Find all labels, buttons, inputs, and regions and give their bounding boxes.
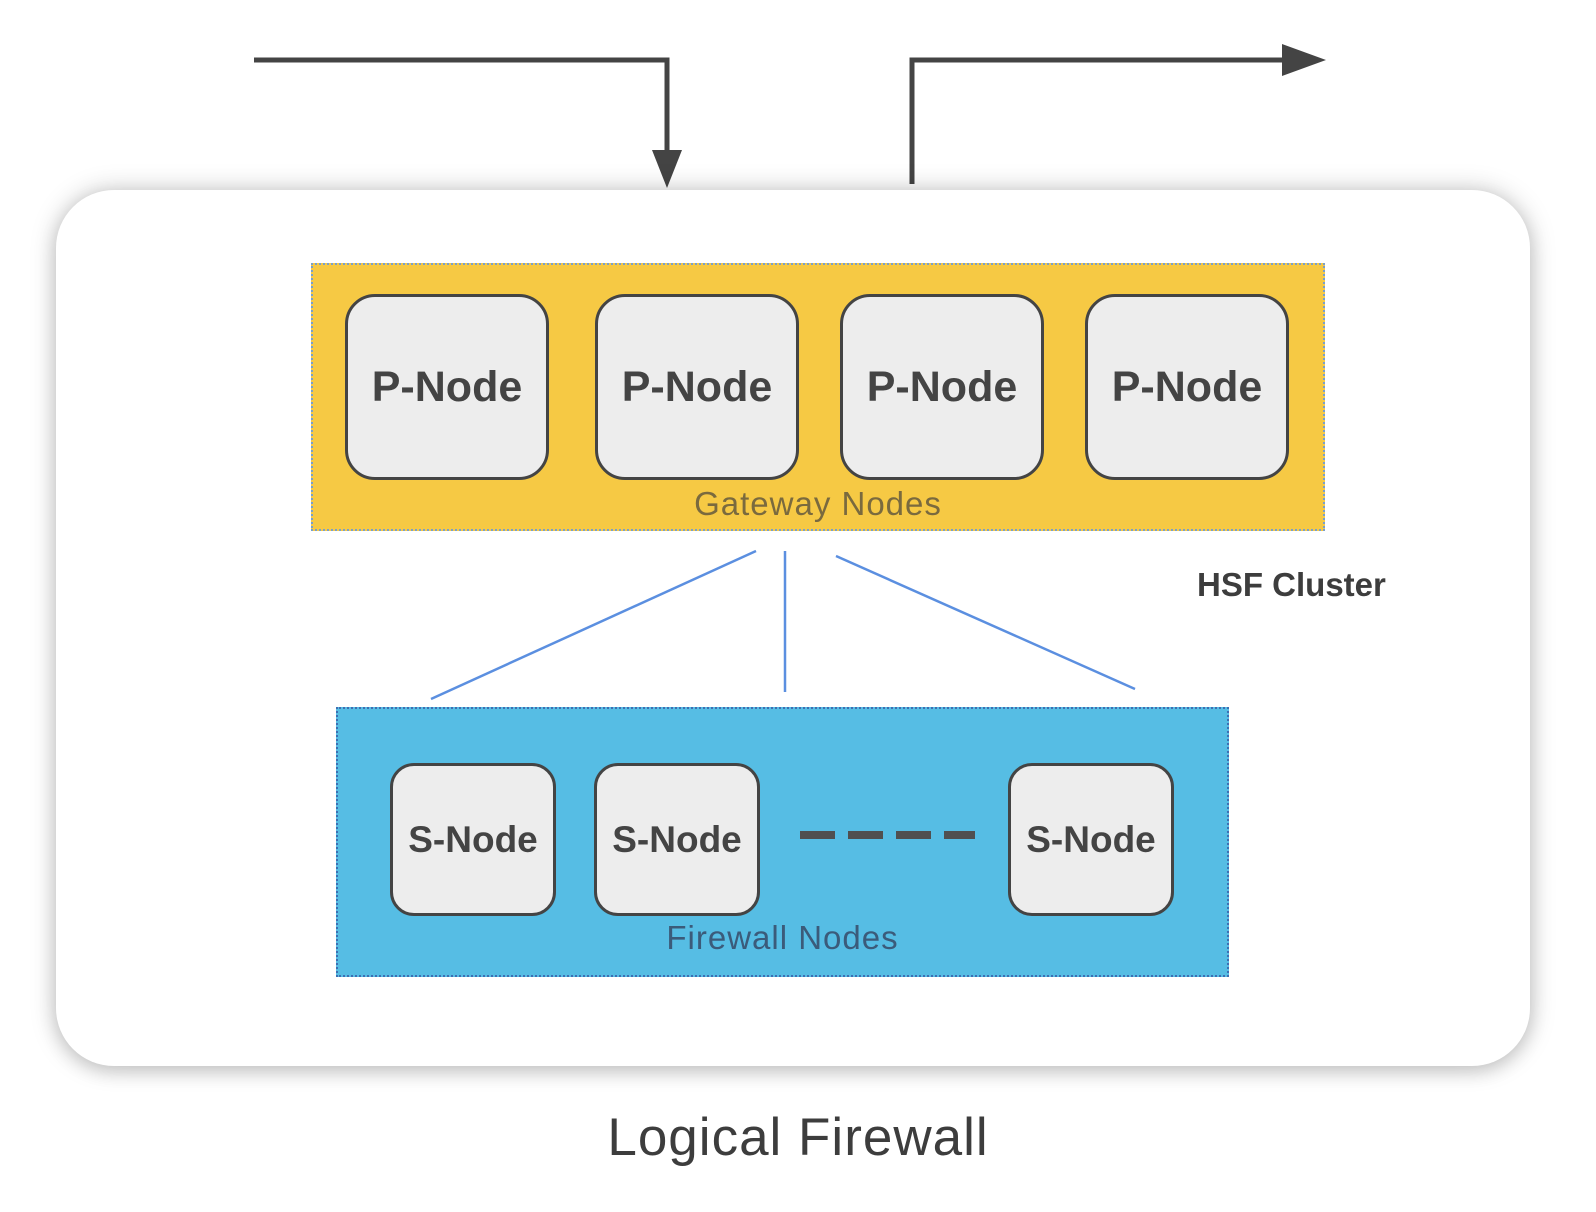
s-node-label: S-Node xyxy=(1026,818,1156,860)
p-node: P-Node xyxy=(1085,294,1289,480)
gateway-nodes-label: Gateway Nodes xyxy=(694,485,942,522)
hsf-cluster-label: HSF Cluster xyxy=(1197,566,1386,603)
p-node-label: P-Node xyxy=(1111,362,1263,411)
p-node-label: P-Node xyxy=(371,362,523,411)
gateway-nodes-group: P-Node P-Node P-Node P-Node Gateway Node… xyxy=(311,263,1325,531)
p-node: P-Node xyxy=(595,294,799,480)
diagram-caption: Logical Firewall xyxy=(607,1108,989,1167)
ingress-arrow xyxy=(254,57,682,188)
s-node-label: S-Node xyxy=(408,818,538,860)
firewall-nodes-label: Firewall Nodes xyxy=(666,919,899,956)
s-node: S-Node xyxy=(594,763,760,916)
s-node-label: S-Node xyxy=(612,818,742,860)
more-nodes-ellipsis xyxy=(800,831,975,839)
s-node: S-Node xyxy=(1008,763,1174,916)
s-node: S-Node xyxy=(390,763,556,916)
firewall-nodes-group: S-Node S-Node S-Node Firewall Nodes xyxy=(336,707,1229,977)
p-node-label: P-Node xyxy=(866,362,1018,411)
p-node: P-Node xyxy=(345,294,549,480)
p-node-label: P-Node xyxy=(621,362,773,411)
p-node: P-Node xyxy=(840,294,1044,480)
egress-arrow xyxy=(909,44,1326,184)
